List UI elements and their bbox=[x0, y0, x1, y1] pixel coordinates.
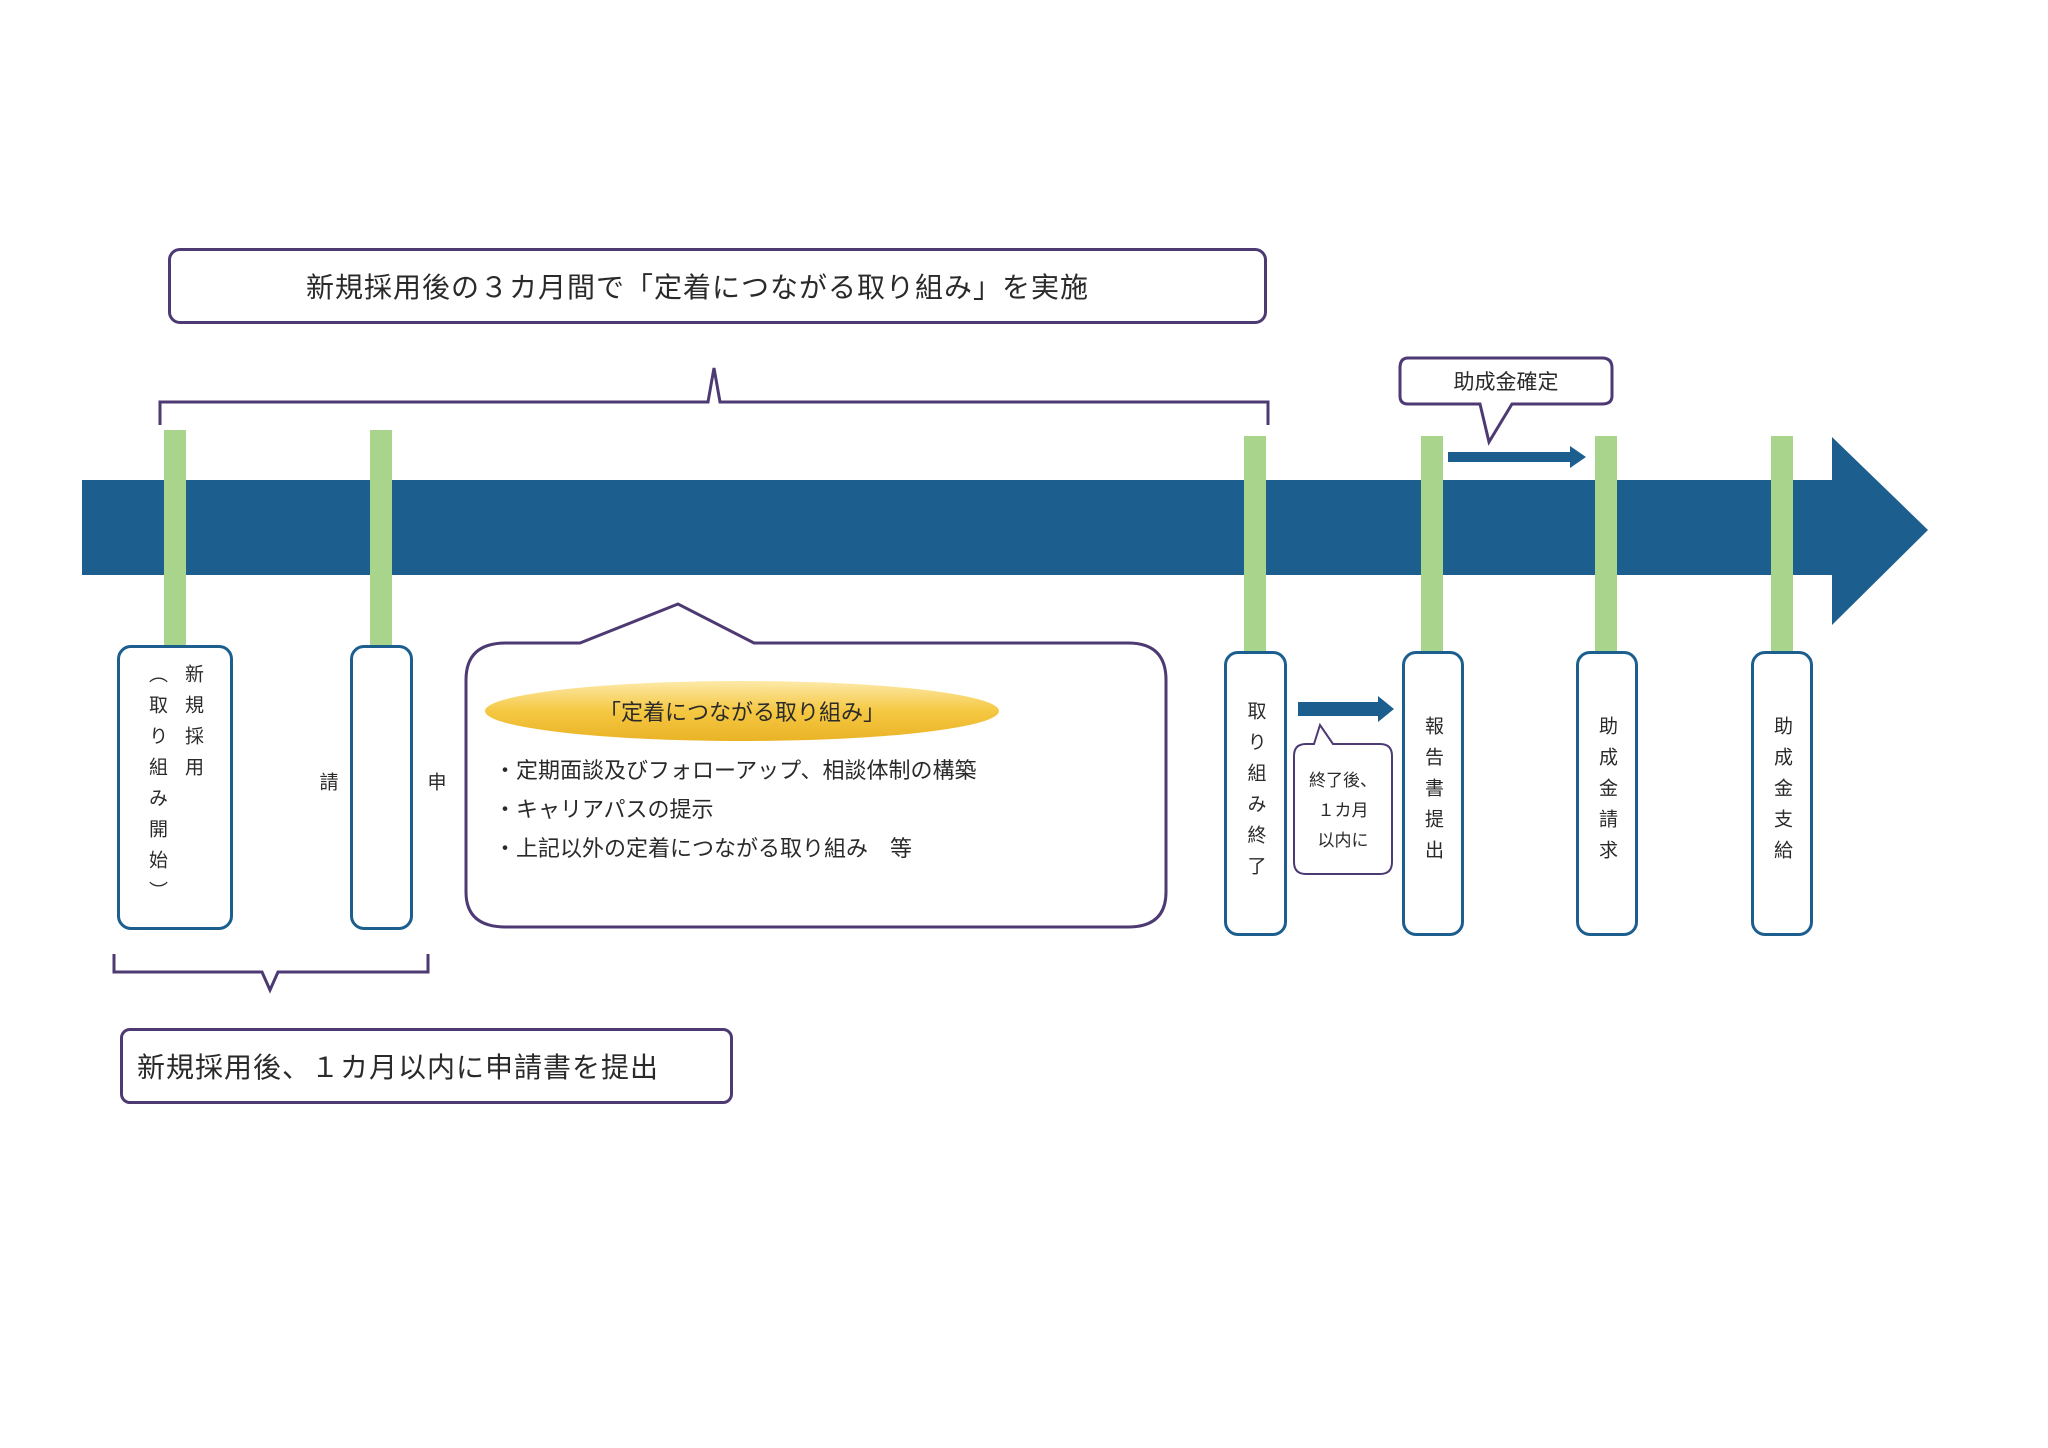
small-arrow-end-report bbox=[1298, 696, 1394, 722]
bottom-brace bbox=[112, 954, 430, 994]
confirm-label: 助成金確定 bbox=[1453, 370, 1559, 394]
top-label: 新規採用後の３カ月間で「定着につながる取り組み」を実施 bbox=[306, 271, 1090, 304]
callout-item: ・上記以外の定着につながる取り組み 等 bbox=[494, 837, 913, 862]
confirm-bubble bbox=[1398, 356, 1614, 446]
callout-item: ・定期面談及びフォローアップ、相談体制の構築 bbox=[494, 759, 977, 784]
timeline-arrow bbox=[82, 437, 1928, 625]
marker-apply bbox=[370, 430, 392, 645]
marker-end bbox=[1244, 436, 1266, 651]
step-start-label: 新規採用 （取り組み開始） bbox=[146, 663, 204, 912]
step-payment-label: 助成金支給 bbox=[1771, 716, 1793, 871]
callout-items: ・定期面談及びフォローアップ、相談体制の構築 ・キャリアパスの提示 ・上記以外の… bbox=[494, 752, 1134, 869]
bottom-label-box: 新規採用後、１カ月以内に申請書を提出 bbox=[120, 1028, 733, 1104]
callout-title-oval bbox=[485, 681, 999, 741]
top-brace bbox=[158, 367, 1270, 425]
step-apply-label: 申 請 bbox=[316, 772, 447, 803]
marker-claim bbox=[1595, 436, 1617, 651]
step-end-label: 取り組み終了 bbox=[1244, 700, 1267, 887]
step-end-box: 取り組み終了 bbox=[1224, 651, 1287, 936]
step-payment-box: 助成金支給 bbox=[1751, 651, 1813, 936]
note-text: 終了後、 １カ月 以内に bbox=[1309, 771, 1377, 851]
marker-report bbox=[1421, 436, 1443, 651]
step-claim-box: 助成金請求 bbox=[1576, 651, 1638, 936]
step-report-label: 報告書提出 bbox=[1422, 716, 1444, 871]
callout-item: ・キャリアパスの提示 bbox=[494, 798, 714, 823]
step-report-box: 報告書提出 bbox=[1402, 651, 1464, 936]
note-bubble bbox=[1293, 722, 1393, 875]
step-claim-label: 助成金請求 bbox=[1596, 716, 1618, 871]
bottom-label: 新規採用後、１カ月以内に申請書を提出 bbox=[137, 1051, 660, 1084]
step-start-box: 新規採用 （取り組み開始） bbox=[117, 645, 233, 930]
small-arrow-report-claim bbox=[1448, 446, 1586, 468]
marker-start bbox=[164, 430, 186, 645]
step-apply-box: 申 請 bbox=[317, 645, 447, 930]
callout-title: 「定着につながる取り組み」 bbox=[598, 701, 885, 726]
top-label-box: 新規採用後の３カ月間で「定着につながる取り組み」を実施 bbox=[168, 248, 1267, 324]
marker-payment bbox=[1771, 436, 1793, 651]
